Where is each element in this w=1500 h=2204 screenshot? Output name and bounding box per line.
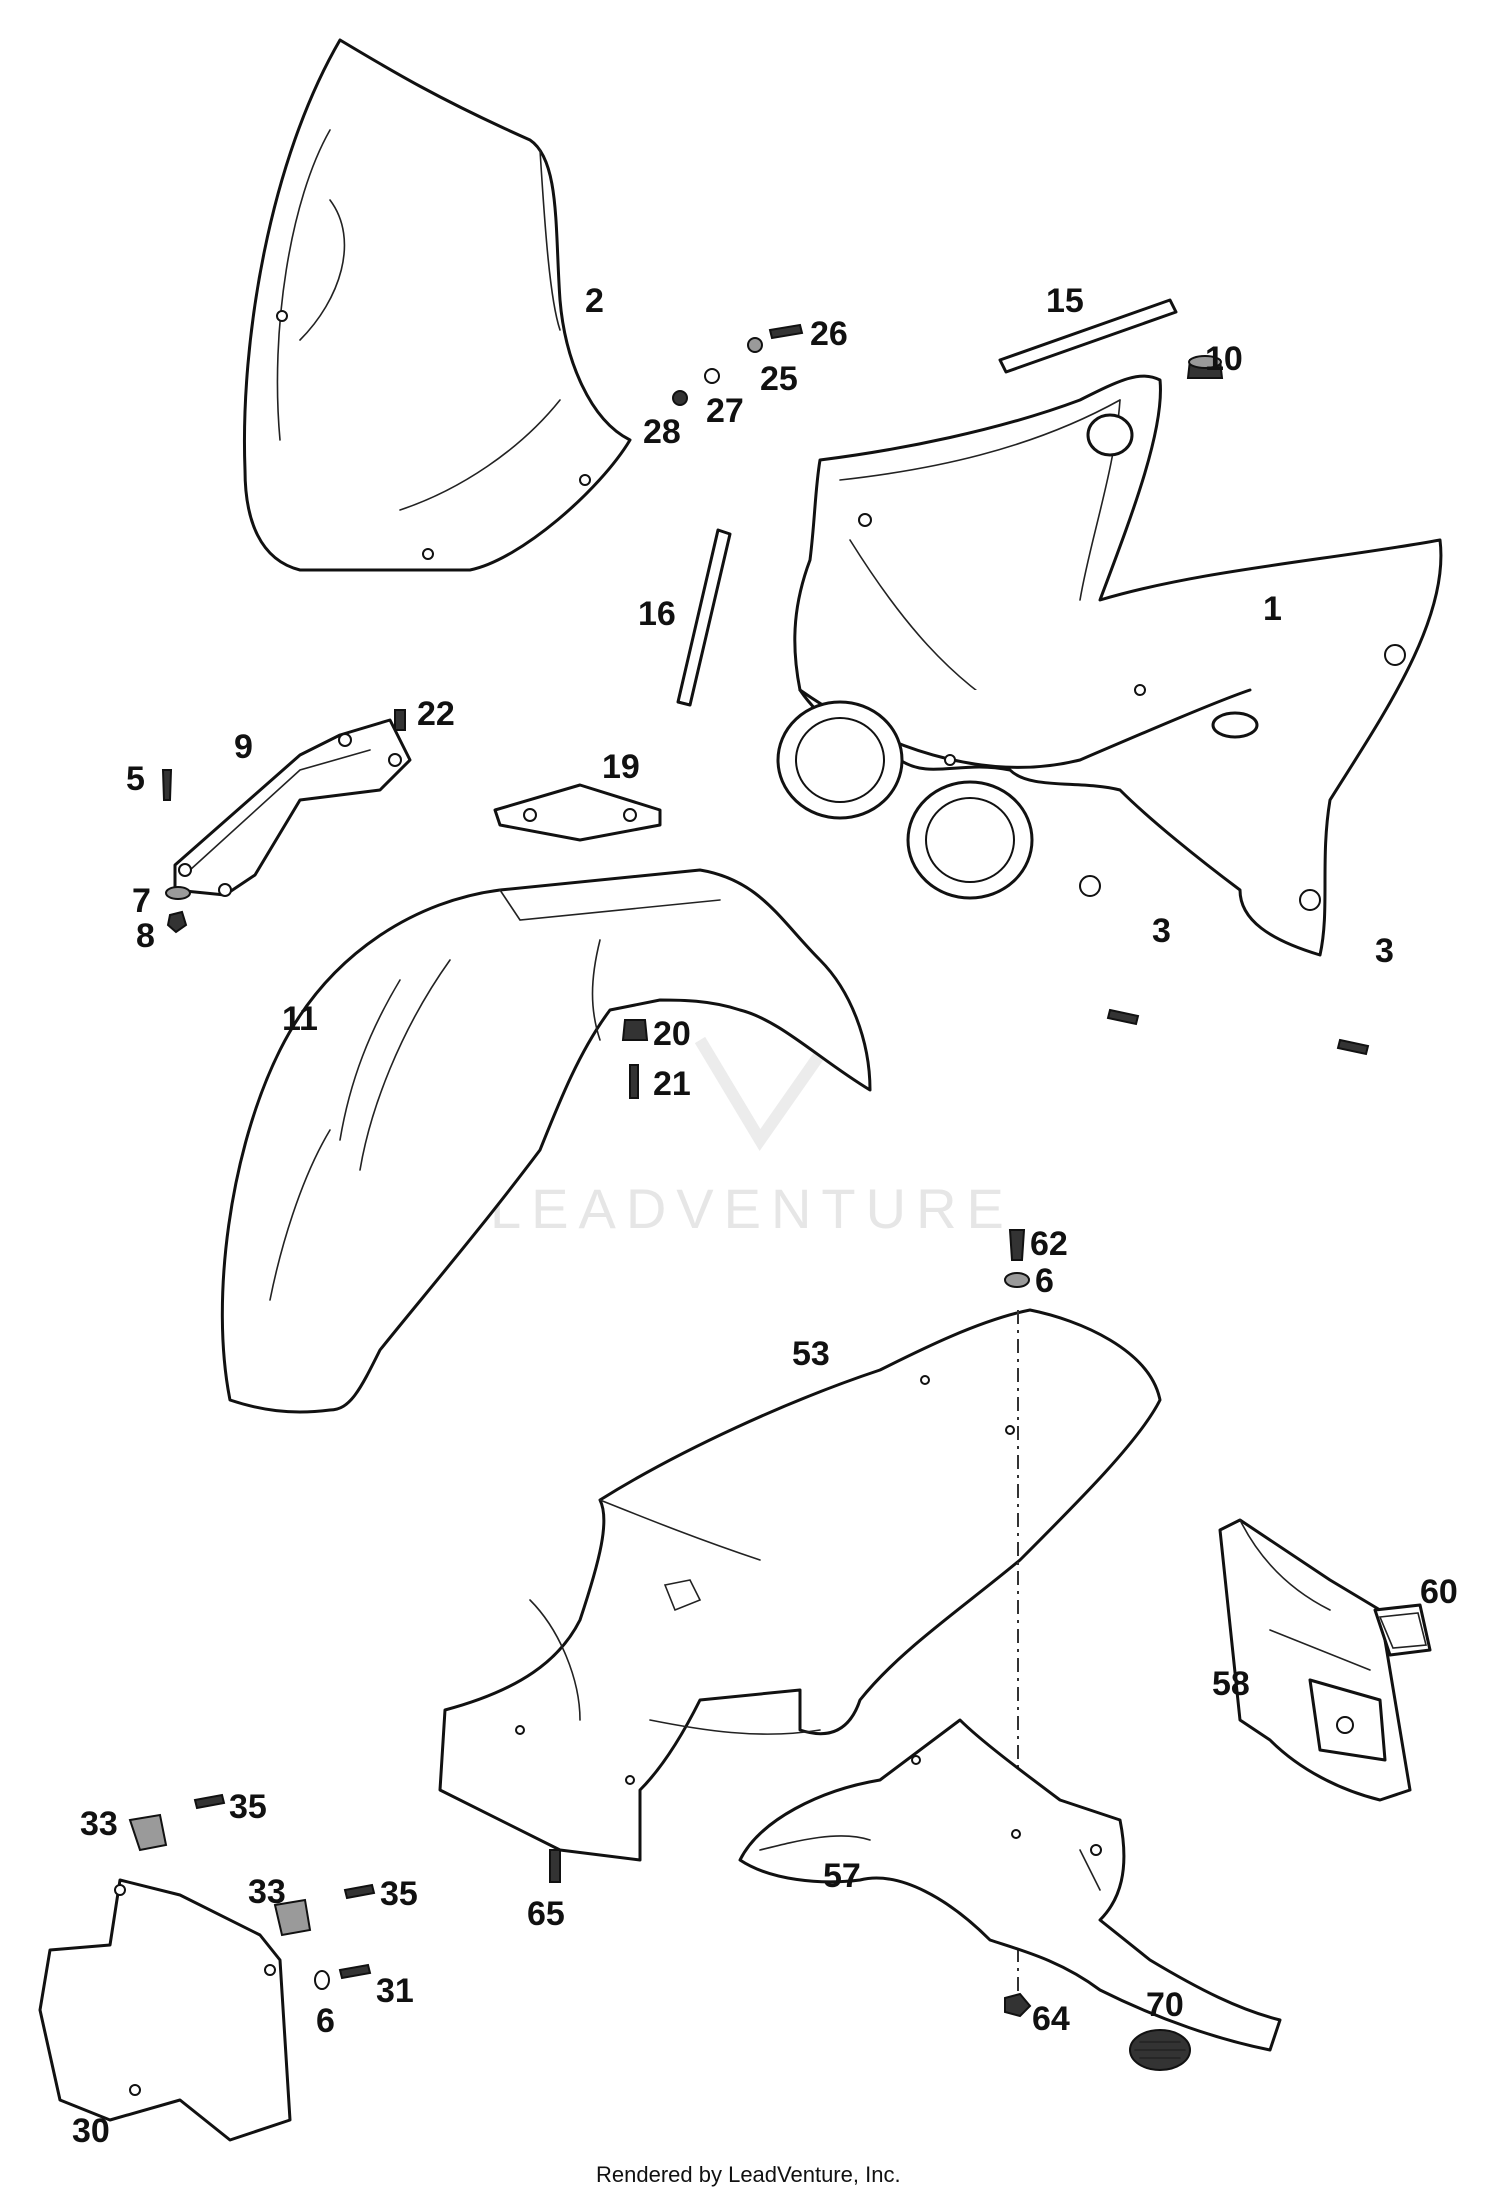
number-plate [38, 1878, 292, 2142]
callout-21: 21 [653, 1065, 691, 1103]
callout-8: 8 [136, 917, 155, 955]
callout-35b: 35 [380, 1875, 418, 1913]
hardware [128, 323, 1370, 2018]
callout-3a: 3 [1152, 912, 1171, 950]
callout-58: 58 [1212, 1665, 1250, 1703]
callout-70: 70 [1146, 1986, 1184, 2024]
bracket [173, 718, 412, 897]
reflector-gasket [1373, 1603, 1432, 1657]
callout-33a: 33 [80, 1805, 118, 1843]
trim-strip-top [998, 298, 1178, 374]
callout-65: 65 [527, 1895, 565, 1933]
callout-35a: 35 [229, 1788, 267, 1826]
callout-25: 25 [760, 360, 798, 398]
front-fender [220, 868, 872, 1414]
reflector [1129, 2029, 1191, 2071]
callout-2: 2 [585, 282, 604, 320]
callout-10: 10 [1205, 340, 1243, 378]
callout-33b: 33 [248, 1873, 286, 1911]
callout-9: 9 [234, 728, 253, 766]
callout-19: 19 [602, 748, 640, 786]
callout-1: 1 [1263, 590, 1282, 628]
callout-60: 60 [1420, 1573, 1458, 1611]
rear-fender [438, 1308, 1162, 1862]
headlight-fairing [776, 374, 1443, 957]
watermark-text: LEADVENTURE [490, 1177, 1014, 1240]
callout-6b: 6 [316, 2002, 335, 2040]
callout-3b: 3 [1375, 932, 1394, 970]
callout-64: 64 [1032, 2000, 1070, 2038]
license-plate-holder [1218, 1518, 1412, 1802]
callout-62: 62 [1030, 1225, 1068, 1263]
callout-22: 22 [417, 695, 455, 733]
windscreen [243, 38, 632, 572]
callout-16: 16 [638, 595, 676, 633]
callout-26: 26 [810, 315, 848, 353]
grommet [1186, 355, 1224, 379]
plate [493, 783, 662, 842]
callout-57: 57 [823, 1857, 861, 1895]
callout-11: 11 [282, 1000, 318, 1038]
callout-27: 27 [706, 392, 744, 430]
splash-guard [738, 1718, 1282, 2052]
callout-15: 15 [1046, 282, 1084, 320]
callout-7: 7 [132, 882, 151, 920]
callout-20: 20 [653, 1015, 691, 1053]
callout-53: 53 [792, 1335, 830, 1373]
callout-31: 31 [376, 1972, 414, 2010]
callout-5: 5 [126, 760, 145, 798]
callout-30: 30 [72, 2112, 110, 2150]
callout-28: 28 [643, 413, 681, 451]
callout-6a: 6 [1035, 1262, 1054, 1300]
footer-credit: Rendered by LeadVenture, Inc. [596, 2162, 901, 2187]
trim-strip-side [676, 528, 732, 707]
